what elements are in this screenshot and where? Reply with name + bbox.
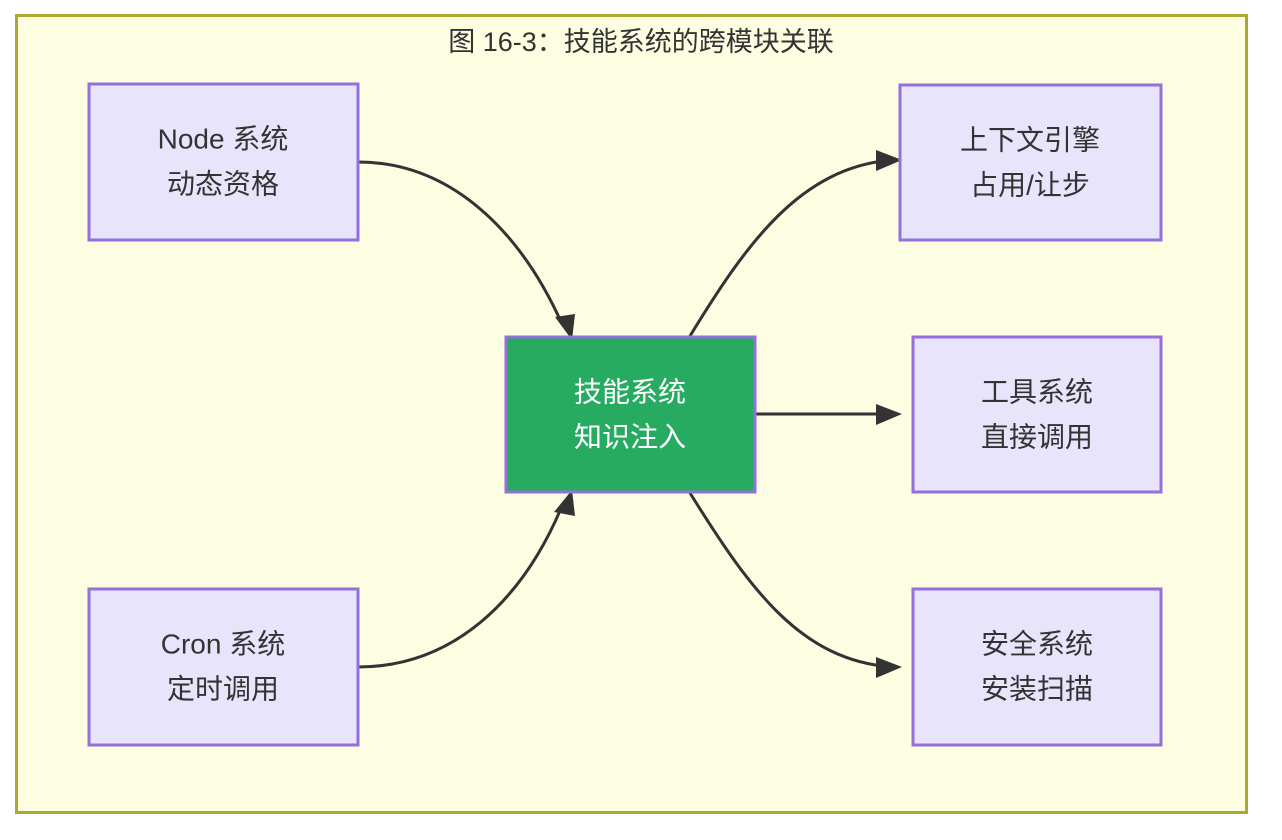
node-security-system-box[interactable] [911,587,1163,747]
node-node-system-line2: 动态资格 [167,168,279,199]
node-cron-system[interactable]: Cron 系统 定时调用 [87,587,360,747]
node-context-engine[interactable]: 上下文引擎 占用/让步 [898,83,1163,242]
node-security-system[interactable]: 安全系统 安装扫描 [911,587,1163,747]
edge-skill-to-security-arrowhead [876,657,902,678]
node-cron-system-box[interactable] [87,587,360,747]
node-context-engine-line2: 占用/让步 [970,169,1090,200]
node-skill-system-line1: 技能系统 [574,376,686,407]
node-tool-system-line2: 直接调用 [981,421,1093,452]
edge-skill-to-tool [755,404,902,425]
node-context-engine-line1: 上下文引擎 [960,124,1100,155]
edge-skill-to-context-line [688,158,895,337]
edge-cron-to-skill-arrowhead [554,490,575,516]
node-security-system-line2: 安装扫描 [981,673,1093,704]
node-skill-system[interactable]: 技能系统 知识注入 [504,335,757,494]
edge-skill-to-tool-arrowhead [876,404,902,425]
node-tool-system-line1: 工具系统 [981,376,1093,407]
node-context-engine-box[interactable] [898,83,1163,242]
node-cron-system-line1: Cron 系统 [161,628,285,659]
node-skill-system-line2: 知识注入 [574,421,686,452]
diagram-title: 图 16-3：技能系统的跨模块关联 [448,27,834,57]
edge-skill-to-security [688,492,902,678]
edge-node-to-skill-arrowhead [555,314,575,340]
edge-node-to-skill-line [357,160,564,325]
edge-cron-to-skill-line [357,505,564,669]
edge-skill-to-context-arrowhead [876,150,902,171]
edge-cron-to-skill [357,490,575,669]
edge-skill-to-security-line [688,492,895,669]
node-security-system-line1: 安全系统 [981,628,1093,659]
node-tool-system-box[interactable] [911,335,1163,494]
node-node-system-line1: Node 系统 [158,123,289,154]
edge-node-to-skill [357,160,575,340]
edge-skill-to-context [688,150,902,337]
node-node-system-box[interactable] [87,82,360,242]
node-tool-system[interactable]: 工具系统 直接调用 [911,335,1163,494]
node-cron-system-line2: 定时调用 [167,673,279,704]
node-skill-system-box[interactable] [504,335,757,494]
node-node-system[interactable]: Node 系统 动态资格 [87,82,360,242]
